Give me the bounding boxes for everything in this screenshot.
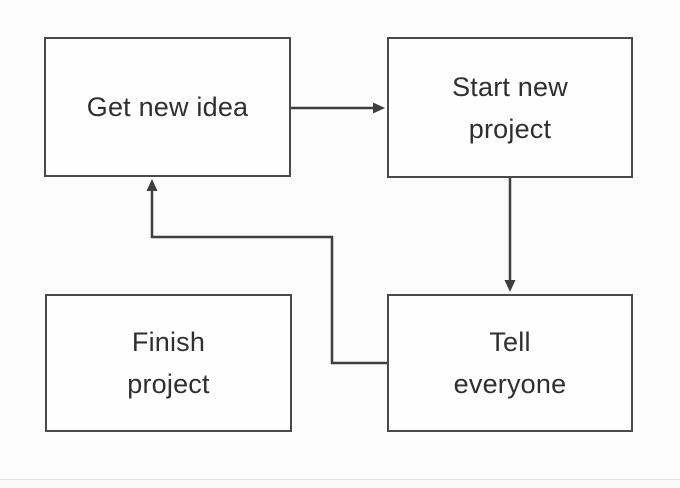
node-label-line: Start new <box>452 71 568 102</box>
node-finish-project: Finish project <box>45 294 292 432</box>
node-label-line: project <box>468 113 552 144</box>
arrowhead-up-icon <box>146 179 158 191</box>
node-label-line: Finish <box>131 327 206 357</box>
bottom-strip <box>0 480 680 488</box>
edge-start-to-tell <box>504 178 516 292</box>
node-label-line: Get new idea <box>86 92 249 122</box>
node-label-line: everyone <box>453 369 567 399</box>
node-label-line: Tell <box>489 327 531 357</box>
node-label-line: project <box>127 369 210 399</box>
node-get-new-idea: Get new idea <box>44 37 291 177</box>
node-start-new-project: Start new project <box>387 37 633 178</box>
node-tell-everyone: Tell everyone <box>387 294 633 432</box>
arrowhead-right-icon <box>373 102 385 114</box>
edge-idea-to-start <box>291 102 385 114</box>
bottom-divider <box>0 479 680 480</box>
arrowhead-down-icon <box>504 280 516 292</box>
